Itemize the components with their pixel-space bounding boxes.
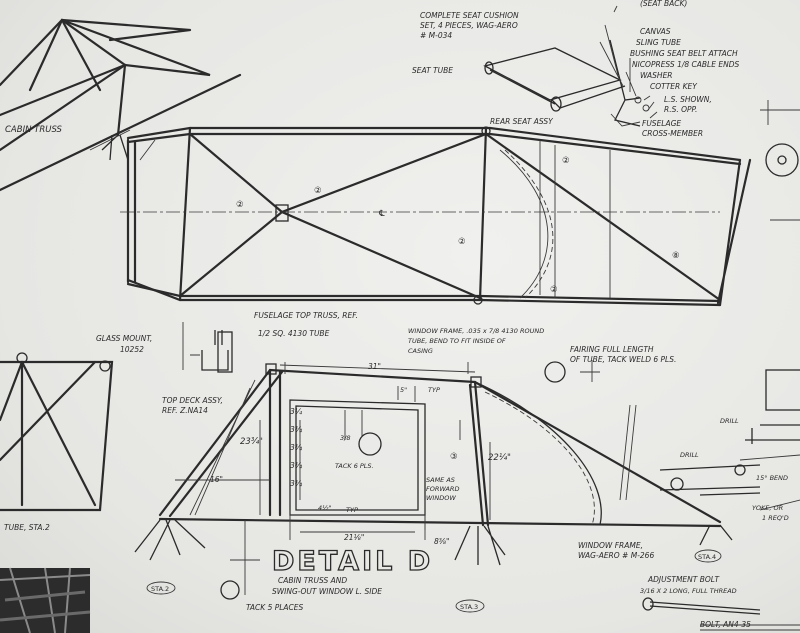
fairing-label-2: OF TUBE, TACK WELD 6 PLS. xyxy=(570,355,676,364)
top-truss-ref: FUSELAGE TOP TRUSS, REF. xyxy=(254,311,358,320)
same-as-label-2: FORWARD xyxy=(426,485,459,493)
dim-left: 3¼ xyxy=(290,407,303,416)
window-frame-label-2: TUBE, BEND TO FIT INSIDE OF xyxy=(408,337,506,345)
dim-4half: 4½" xyxy=(318,504,331,512)
bolt-label: BOLT, AN4-35 xyxy=(700,620,751,629)
tube-callout: ② xyxy=(236,200,244,210)
seat-tube-label: SEAT TUBE xyxy=(412,66,453,75)
cushion-label: COMPLETE SEAT CUSHION xyxy=(420,11,519,20)
detail-subtitle-1: CABIN TRUSS AND xyxy=(278,576,347,585)
right-side-details xyxy=(642,100,800,631)
detail-title: DETAIL D xyxy=(272,546,433,577)
detail-labels: GLASS MOUNT, 10252 WINDOW FRAME, .035 x … xyxy=(4,327,722,613)
req-label: 1 REQ'D xyxy=(762,514,789,522)
dim-left: 3¾ xyxy=(290,479,303,488)
tube-callout: ② xyxy=(562,156,570,166)
tube-callout: ⑧ xyxy=(672,251,680,261)
window-frame-label-1: WINDOW FRAME, .035 x 7/8 4130 ROUND xyxy=(408,327,544,335)
dim-left: 3¾ xyxy=(290,443,303,452)
seat-labels: (SEAT BACK) COMPLETE SEAT CUSHION SET, 4… xyxy=(5,0,739,138)
glass-mount-no: 10252 xyxy=(120,345,144,354)
left-truss-fragment xyxy=(0,352,114,512)
glass-mount-label: GLASS MOUNT, xyxy=(96,334,152,343)
ls-shown-label: L.S. SHOWN, xyxy=(664,95,712,104)
bend-label: 15° BEND xyxy=(756,474,788,482)
sling-tube-label: SLING TUBE xyxy=(636,38,681,47)
detail-d-truss xyxy=(134,322,733,600)
sta-2-label: STA.2 xyxy=(151,585,169,593)
tube-spec: 1/2 SQ. 4130 TUBE xyxy=(258,329,330,338)
right-labels: DRILL DRILL 15° BEND YOKE, OR 1 REQ'D AD… xyxy=(640,417,789,629)
window-frame-ref-2: WAG-AERO # M-266 xyxy=(578,551,654,560)
dim-23: 23¾" xyxy=(240,437,263,447)
dim-5: 5" xyxy=(400,386,407,394)
same-as-label: SAME AS xyxy=(426,476,455,484)
drill-label: DRILL xyxy=(720,417,739,425)
dim-21: 21⅛" xyxy=(344,533,364,542)
rs-opp-label: R.S. OPP. xyxy=(664,105,697,114)
cushion-label-2: SET, 4 PIECES, WAG-AERO xyxy=(420,21,518,30)
adj-bolt-label-2: 3/16 X 2 LONG, FULL THREAD xyxy=(640,587,737,595)
sta-3-label: STA.3 xyxy=(460,603,478,611)
top-deck-label-2: REF. Z.NA14 xyxy=(162,406,208,415)
dim-16: 16" xyxy=(210,475,223,484)
bushing-label: BUSHING SEAT BELT ATTACH xyxy=(630,49,738,58)
dim-31: 31" xyxy=(368,362,381,371)
seat-back-label: (SEAT BACK) xyxy=(640,0,687,8)
dim-8: 8⅜" xyxy=(434,537,450,546)
tack-6-label: TACK 6 PLS. xyxy=(335,462,374,470)
nicopress-label: NICOPRESS 1/8 CABLE ENDS xyxy=(632,60,739,69)
seat-sling-detail xyxy=(483,5,658,127)
washer-label: WASHER xyxy=(640,71,673,80)
canvas-label: CANVAS xyxy=(640,27,671,36)
fuselage-label: FUSELAGE xyxy=(642,119,681,128)
fairing-label-1: FAIRING FULL LENGTH xyxy=(570,345,654,354)
dim-left: 3¾ xyxy=(290,425,303,434)
tube-callout: ② xyxy=(458,237,466,247)
dim-left: 3¾ xyxy=(290,461,303,470)
sta-4-label: STA.4 xyxy=(698,553,716,561)
window-frame-ref-1: WINDOW FRAME, xyxy=(578,541,643,550)
detail-subtitle-2: SWING-OUT WINDOW L. SIDE xyxy=(272,587,382,596)
truss-labels: ℄ ② ② ② ② ② ⑧ FUSELAGE TOP TRUSS, REF. 1… xyxy=(236,156,680,338)
rear-seat-label: REAR SEAT ASSY xyxy=(490,117,554,126)
yoke-label: YOKE, OR xyxy=(752,504,783,512)
cabin-truss-label: CABIN TRUSS xyxy=(5,125,63,135)
tube-callout: ② xyxy=(550,285,558,295)
circle-3-callout: ③ xyxy=(450,452,458,462)
centerline-mark: ℄ xyxy=(378,209,386,219)
tube-callout: ② xyxy=(314,186,322,196)
drill-label-2: DRILL xyxy=(680,451,699,459)
window-frame-label-3: CASING xyxy=(408,347,433,355)
cushion-part: # M-034 xyxy=(420,31,452,40)
dim-22: 22¼" xyxy=(488,453,511,463)
fuselage-truss-side xyxy=(89,126,752,307)
tack-5-label: TACK 5 PLACES xyxy=(246,603,304,612)
photo-fragment xyxy=(0,567,91,633)
cotter-key-label: COTTER KEY xyxy=(650,82,698,91)
dim-38: 3/8 xyxy=(340,434,350,442)
same-as-label-3: WINDOW xyxy=(426,494,456,502)
typ-label: TYP xyxy=(346,506,358,514)
typ-label: TYP xyxy=(428,386,440,394)
tube-sta2-label: TUBE, STA.2 xyxy=(4,523,50,532)
top-deck-label-1: TOP DECK ASSY, xyxy=(162,396,223,405)
cabin-truss-perspective xyxy=(0,18,242,192)
cross-member-label: CROSS-MEMBER xyxy=(642,129,703,138)
adj-bolt-label: ADJUSTMENT BOLT xyxy=(647,575,720,584)
